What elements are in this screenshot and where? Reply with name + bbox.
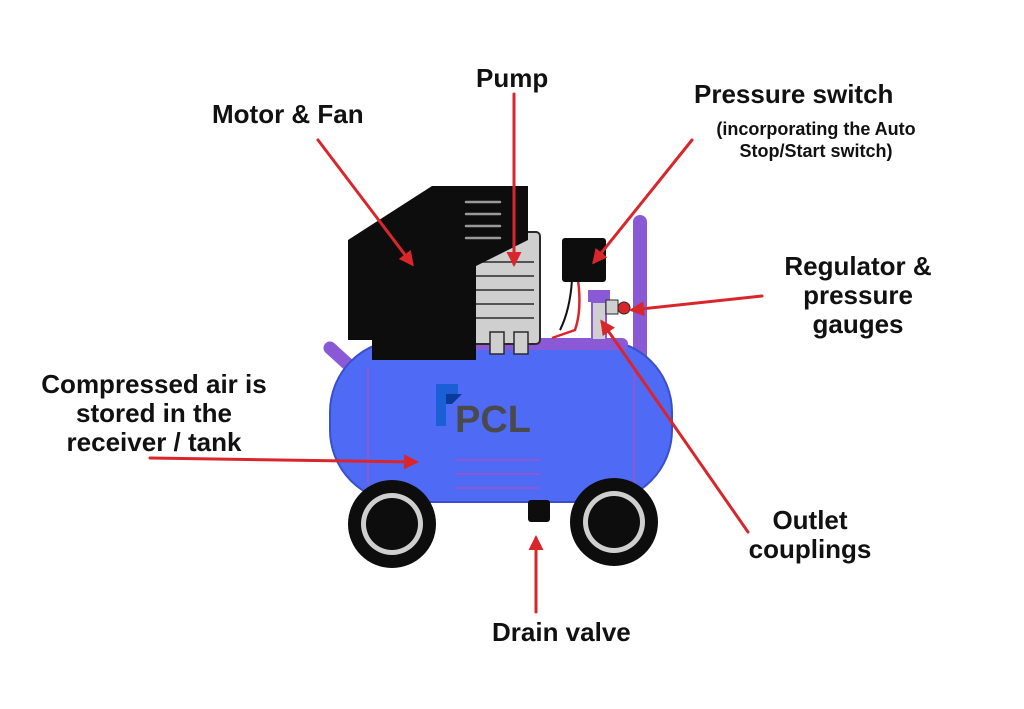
wheel-left: [348, 480, 436, 568]
label-motor-fan: Motor & Fan: [212, 99, 364, 129]
pcl-logo-text: PCL: [455, 399, 531, 441]
label-compressed-air: Compressed air is stored in the receiver…: [41, 369, 267, 457]
label-pressure-switch-note: (incorporating the Auto Stop/Start switc…: [716, 119, 916, 161]
label-outlet: Outlet couplings: [748, 505, 872, 564]
wheel-right: [570, 478, 658, 566]
label-pump: Pump: [476, 63, 549, 93]
label-pressure-switch: Pressure switch: [694, 79, 894, 109]
arrow-pressure-switch: [592, 138, 694, 265]
arrow-motor-fan: [316, 138, 414, 267]
pressure-switch-box: [562, 238, 606, 282]
motor-fan-shroud: [348, 186, 528, 360]
arrow-outlet: [600, 319, 750, 534]
label-regulator: Regulator & pressure gauges: [784, 251, 932, 339]
wire-red: [551, 279, 581, 340]
wire-black: [559, 279, 573, 331]
arrow-compressed-air: [148, 454, 419, 470]
pcl-logo-mark: [436, 384, 462, 426]
arrow-regulator: [629, 294, 764, 317]
label-drain: Drain valve: [492, 617, 631, 647]
drain-valve: [528, 500, 550, 522]
